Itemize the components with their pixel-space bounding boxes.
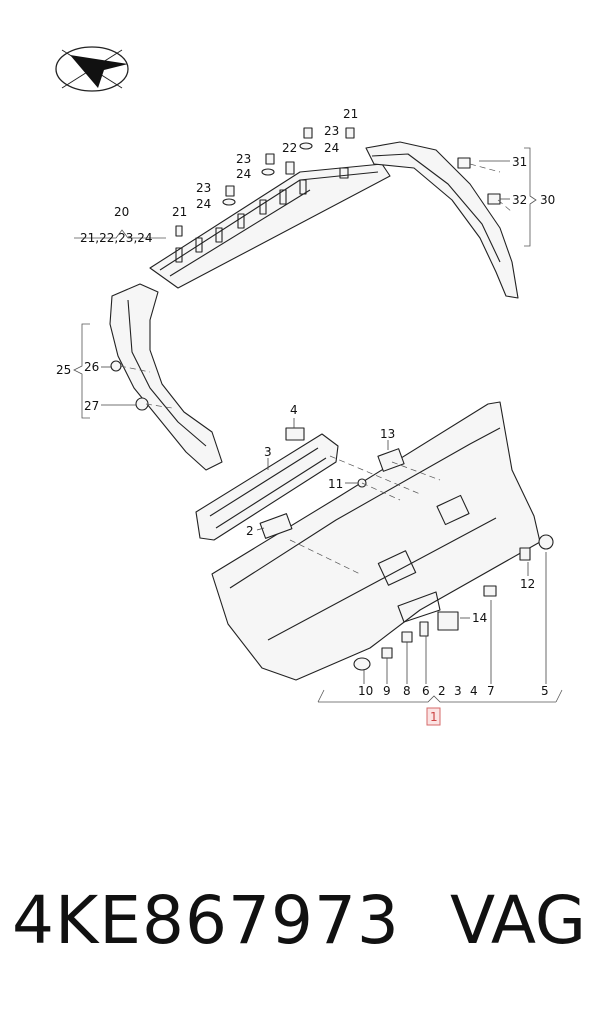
callout-23c: 23 xyxy=(196,181,211,195)
part-number: 4KE867973 xyxy=(12,882,400,959)
callout-9: 9 xyxy=(383,684,391,698)
tailgate-lower-trim xyxy=(211,401,541,681)
callout-labels: 21 23 24 22 23 24 23 24 21 20 21,22,23,2… xyxy=(56,107,555,724)
callout-26: 26 xyxy=(84,360,99,374)
callout-31: 31 xyxy=(512,155,527,169)
right-pillar-trim xyxy=(365,141,519,299)
callout-23b: 23 xyxy=(236,152,251,166)
callout-27: 27 xyxy=(84,399,99,413)
callout-21a: 21 xyxy=(343,107,358,121)
callout-8: 8 xyxy=(403,684,411,698)
callout-4b: 4 xyxy=(470,684,478,698)
callout-11: 11 xyxy=(328,477,343,491)
callout-30: 30 xyxy=(540,193,555,207)
clip-parts xyxy=(110,127,554,671)
callout-23a: 23 xyxy=(324,124,339,138)
callout-21b: 21 xyxy=(172,205,187,219)
callout-14: 14 xyxy=(472,611,487,625)
callout-24a: 24 xyxy=(324,141,339,155)
highlight-box xyxy=(426,707,441,726)
leader-lines xyxy=(101,160,547,684)
callout-32: 32 xyxy=(512,193,527,207)
callout-7: 7 xyxy=(487,684,495,698)
handle-trim-strip xyxy=(195,433,339,541)
callout-20-sub: 21,22,23,24 xyxy=(80,231,153,245)
callout-22: 22 xyxy=(282,141,297,155)
compass-arrow-icon xyxy=(55,46,129,92)
callout-2a: 2 xyxy=(246,524,254,538)
callout-24c: 24 xyxy=(196,197,211,211)
left-pillar-trim xyxy=(109,283,223,471)
brand-label: VAG xyxy=(449,882,586,959)
callout-24b: 24 xyxy=(236,167,251,181)
assembly-lines xyxy=(119,163,513,575)
callout-4: 4 xyxy=(290,403,298,417)
callout-5: 5 xyxy=(541,684,549,698)
callout-1: 1 xyxy=(430,710,438,724)
callout-20: 20 xyxy=(114,205,129,219)
callout-brackets xyxy=(73,147,563,703)
callout-13: 13 xyxy=(380,427,395,441)
callout-10: 10 xyxy=(358,684,373,698)
callout-6: 6 xyxy=(422,684,430,698)
callout-12: 12 xyxy=(520,577,535,591)
callout-2b: 2 xyxy=(438,684,446,698)
callout-3: 3 xyxy=(264,445,272,459)
callout-3b: 3 xyxy=(454,684,462,698)
upper-trim-panel xyxy=(149,163,391,289)
callout-25: 25 xyxy=(56,363,71,377)
